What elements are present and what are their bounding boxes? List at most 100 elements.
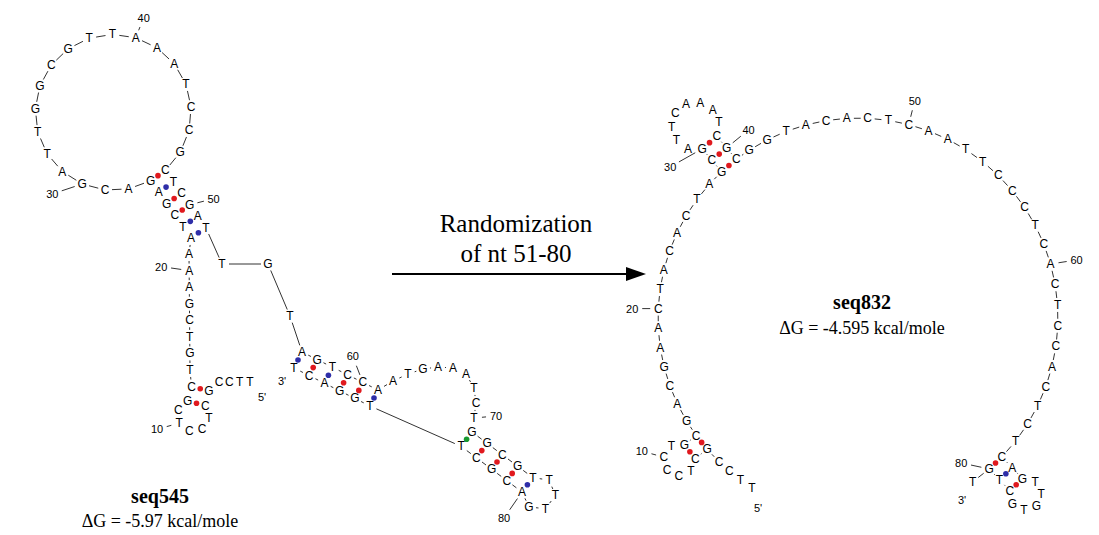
backbone-link (551, 487, 553, 489)
backbone-link (915, 127, 921, 129)
number-tick (171, 268, 181, 269)
backbone-link (399, 377, 401, 378)
nucleotide-letter: C (305, 371, 314, 381)
nucleotide-letter: T (109, 29, 116, 39)
backbone-link (376, 409, 454, 444)
number-tick (167, 425, 172, 426)
backbone-link (1055, 291, 1057, 298)
backbone-link (1038, 232, 1041, 238)
nucleotide-letter: A (449, 363, 457, 373)
nucleotide-letter: T (458, 441, 465, 451)
nucleotide-letter: G (1032, 501, 1041, 511)
backbone-link (68, 175, 76, 180)
backbone-link (135, 183, 144, 186)
backbone-link (978, 473, 983, 477)
backbone-link (854, 118, 861, 119)
nucleotide-letter: T (175, 418, 182, 428)
base-pair-dot (196, 230, 202, 236)
nucleotide-letter: A (518, 487, 526, 497)
number-tick (733, 136, 741, 143)
backbone-link (187, 91, 189, 100)
nucleotide-letter: T (668, 441, 675, 451)
nucleotide-letter: T (996, 475, 1003, 485)
nucleotide-letter: C (215, 377, 224, 387)
nucleotide-letter: A (185, 266, 193, 276)
nucleotide-letter: T (1020, 505, 1027, 515)
nucleotide-letter: A (194, 211, 202, 221)
nucleotide-letter: C (715, 457, 724, 467)
nucleotide-letter: A (187, 233, 195, 243)
number-tick (62, 187, 75, 191)
nucleotide-letter: C (1008, 186, 1017, 196)
nucleotide-letter: T (86, 33, 93, 43)
nucleotide-letter: C (659, 452, 668, 462)
nucleotide-letter: T (329, 362, 336, 372)
nucleotide-letter: T (782, 126, 789, 136)
nucleotide-letter: T (182, 79, 189, 89)
nucleotide-letter: C (187, 382, 196, 392)
backbone-link (1028, 213, 1031, 219)
backbone-link (37, 93, 39, 102)
position-number: 20 (155, 261, 167, 273)
nucleotide-letter: C (358, 377, 367, 387)
backbone-link (142, 41, 151, 45)
backbone-link (497, 473, 501, 476)
nucleotide-letter: G (717, 167, 726, 177)
nucleotide-letter: T (545, 475, 552, 485)
nucleotide-letter: C (343, 370, 352, 380)
nucleotide-letter: A (673, 399, 681, 409)
nucleotide-letter: G (146, 176, 155, 186)
nucleotide-letter: A (1047, 259, 1055, 269)
backbone-link (536, 507, 539, 508)
backbone-link (209, 234, 220, 258)
backbone-link (183, 137, 187, 146)
nucleotide-letter: G (698, 144, 707, 154)
backbone-link (793, 127, 799, 129)
nucleotide-letter: C (994, 170, 1003, 180)
nucleotide-letter: T (715, 117, 722, 127)
backbone-link (508, 459, 512, 462)
nucleotide-letter: A (660, 265, 668, 275)
nucleotide-letter: A (58, 167, 66, 177)
nucleotide-letter: T (366, 401, 373, 411)
nucleotide-letter: T (885, 115, 892, 125)
backbone-link (415, 371, 417, 373)
nucleotide-letter: T (170, 177, 177, 187)
backbone-link (689, 439, 691, 441)
backbone-link (271, 270, 288, 309)
nucleotide-letter: A (656, 343, 664, 353)
backbone-link (954, 143, 960, 146)
backbone-link (1020, 430, 1024, 436)
nucleotide-letter: C (170, 210, 179, 220)
nucleotide-letter: G (64, 44, 73, 54)
backbone-link (742, 154, 743, 156)
backbone-link (74, 41, 83, 45)
nucleotide-letter: C (161, 165, 170, 175)
nucleotide-letter: A (673, 228, 681, 238)
nucleotide-letter: G (204, 386, 213, 396)
end-label: 3' (278, 375, 286, 387)
nucleotide-letter: G (483, 438, 492, 448)
backbone-link (43, 71, 48, 79)
backbone-link (680, 222, 683, 227)
nucleotide-letter: C (1054, 321, 1063, 331)
nucleotide-letter: C (1023, 419, 1032, 429)
nucleotide-letter: A (170, 59, 178, 69)
backbone-link (189, 114, 191, 123)
backbone-link (1048, 374, 1050, 381)
number-tick (679, 153, 695, 162)
nucleotide-letter: A (925, 126, 933, 136)
nucleotide-letter: T (668, 122, 675, 132)
nucleotide-letter: T (1032, 477, 1039, 487)
nucleotide-letter: T (542, 504, 549, 514)
nucleotide-letter: C (187, 102, 196, 112)
backbone-link (672, 239, 674, 244)
backbone-link (369, 386, 372, 387)
nucleotide-letter: C (665, 246, 674, 256)
nucleotide-letter: C (725, 466, 734, 476)
base-pair-dot (155, 173, 161, 179)
nucleotide-letter: T (1012, 436, 1019, 446)
backbone-link (971, 154, 977, 158)
nucleotide-letter: C (177, 188, 186, 198)
